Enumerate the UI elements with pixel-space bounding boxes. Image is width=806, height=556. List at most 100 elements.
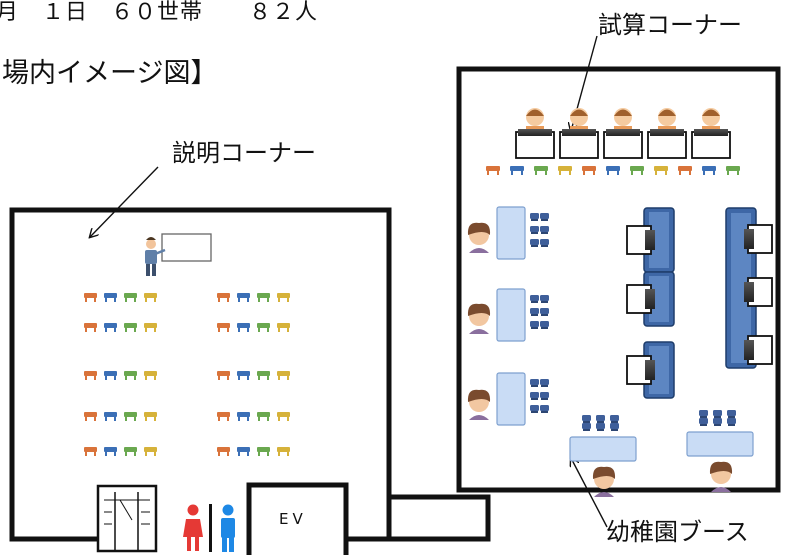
chair-icon: [534, 166, 548, 175]
staff-person-icon: [702, 108, 720, 132]
chair-icon: [582, 415, 591, 423]
chair-icon: [713, 410, 722, 418]
chair-icon: [540, 379, 549, 387]
table: [686, 431, 754, 457]
chair-icon: [610, 415, 619, 423]
chair-icon: [144, 323, 157, 332]
chair-icon: [217, 447, 230, 456]
header-date-count: 月 １日 ６０世帯 ８２人: [0, 0, 319, 25]
chair-icon: [530, 226, 539, 234]
computer-icon: [603, 129, 643, 159]
chair-icon: [144, 447, 157, 456]
page-title: 場内イメージ図】: [2, 58, 218, 89]
chair-icon: [257, 412, 270, 421]
computer-icon: [691, 129, 731, 159]
chair-icon: [277, 447, 290, 456]
chair-icon: [124, 323, 137, 332]
chair-icon: [510, 166, 524, 175]
left-room-wall: [9, 207, 392, 542]
chair-icon: [257, 293, 270, 302]
chair-icon: [727, 418, 736, 426]
chair-icon: [237, 447, 250, 456]
person-icon: [709, 461, 733, 492]
computer-icon: [559, 129, 599, 159]
person-icon: [467, 222, 491, 253]
chair-icon: [699, 418, 708, 426]
chair-icon: [217, 293, 230, 302]
table: [569, 436, 637, 462]
chair-icon: [486, 166, 500, 175]
elevator-label: EV: [279, 510, 307, 528]
chair-icon: [540, 226, 549, 234]
trial-staff: [515, 108, 731, 159]
chair-icon: [540, 213, 549, 221]
chair-icon: [540, 239, 549, 247]
chair-icon: [596, 415, 605, 423]
chair-icon: [144, 412, 157, 421]
person-icon: [467, 389, 491, 420]
chair-icon: [713, 418, 722, 426]
audience-chairs: [84, 293, 290, 456]
computer-icon: [626, 355, 655, 385]
chair-icon: [237, 323, 250, 332]
chair-icon: [678, 166, 692, 175]
chair-icon: [530, 405, 539, 413]
chair-icon: [530, 213, 539, 221]
walls: [9, 66, 781, 555]
chair-icon: [702, 166, 716, 175]
chair-icon: [124, 293, 137, 302]
chair-icon: [104, 293, 117, 302]
chair-icon: [530, 295, 539, 303]
chair-icon: [530, 239, 539, 247]
chair-icon: [540, 295, 549, 303]
chair-icon: [84, 293, 97, 302]
chair-icon: [582, 166, 596, 175]
chair-icon: [606, 166, 620, 175]
chair-icon: [277, 293, 290, 302]
chair-icon: [124, 371, 137, 380]
chair-icon: [630, 166, 644, 175]
chair-icon: [144, 293, 157, 302]
chair-icon: [257, 447, 270, 456]
chair-icon: [699, 410, 708, 418]
chair-icon: [582, 423, 591, 431]
chair-icon: [84, 323, 97, 332]
staff-person-icon: [614, 108, 632, 132]
computer-icon: [626, 225, 655, 255]
computer-icon: [647, 129, 687, 159]
chair-icon: [727, 410, 736, 418]
staff-person-icon: [526, 108, 544, 132]
chair-icon: [277, 371, 290, 380]
stairs-icon: [96, 484, 158, 553]
chair-icon: [104, 371, 117, 380]
chair-icon: [257, 371, 270, 380]
chair-icon: [726, 166, 740, 175]
chair-icon: [530, 321, 539, 329]
chair-icon: [217, 371, 230, 380]
chair-icon: [277, 323, 290, 332]
chair-icon: [104, 323, 117, 332]
kindergarten-arrow: [571, 458, 608, 528]
chair-icon: [124, 412, 137, 421]
chair-icon: [277, 412, 290, 421]
right-room-wall: [456, 66, 781, 493]
explanation-corner-label: 説明コーナー: [172, 139, 316, 167]
computer-icon: [515, 129, 555, 159]
explanation-arrow: [90, 166, 159, 237]
computer-icon: [626, 284, 655, 314]
chair-icon: [237, 371, 250, 380]
table: [496, 206, 526, 260]
trial-corner-label: 試算コーナー: [598, 11, 742, 39]
chair-icon: [530, 392, 539, 400]
chair-icon: [257, 323, 270, 332]
chair-icon: [84, 447, 97, 456]
presenter-icon: [145, 233, 212, 276]
chair-icon: [654, 166, 668, 175]
chair-icon: [540, 321, 549, 329]
staff-person-icon: [570, 108, 588, 132]
chair-icon: [84, 412, 97, 421]
chair-icon: [84, 371, 97, 380]
person-icon: [467, 303, 491, 334]
chair-icon: [237, 412, 250, 421]
